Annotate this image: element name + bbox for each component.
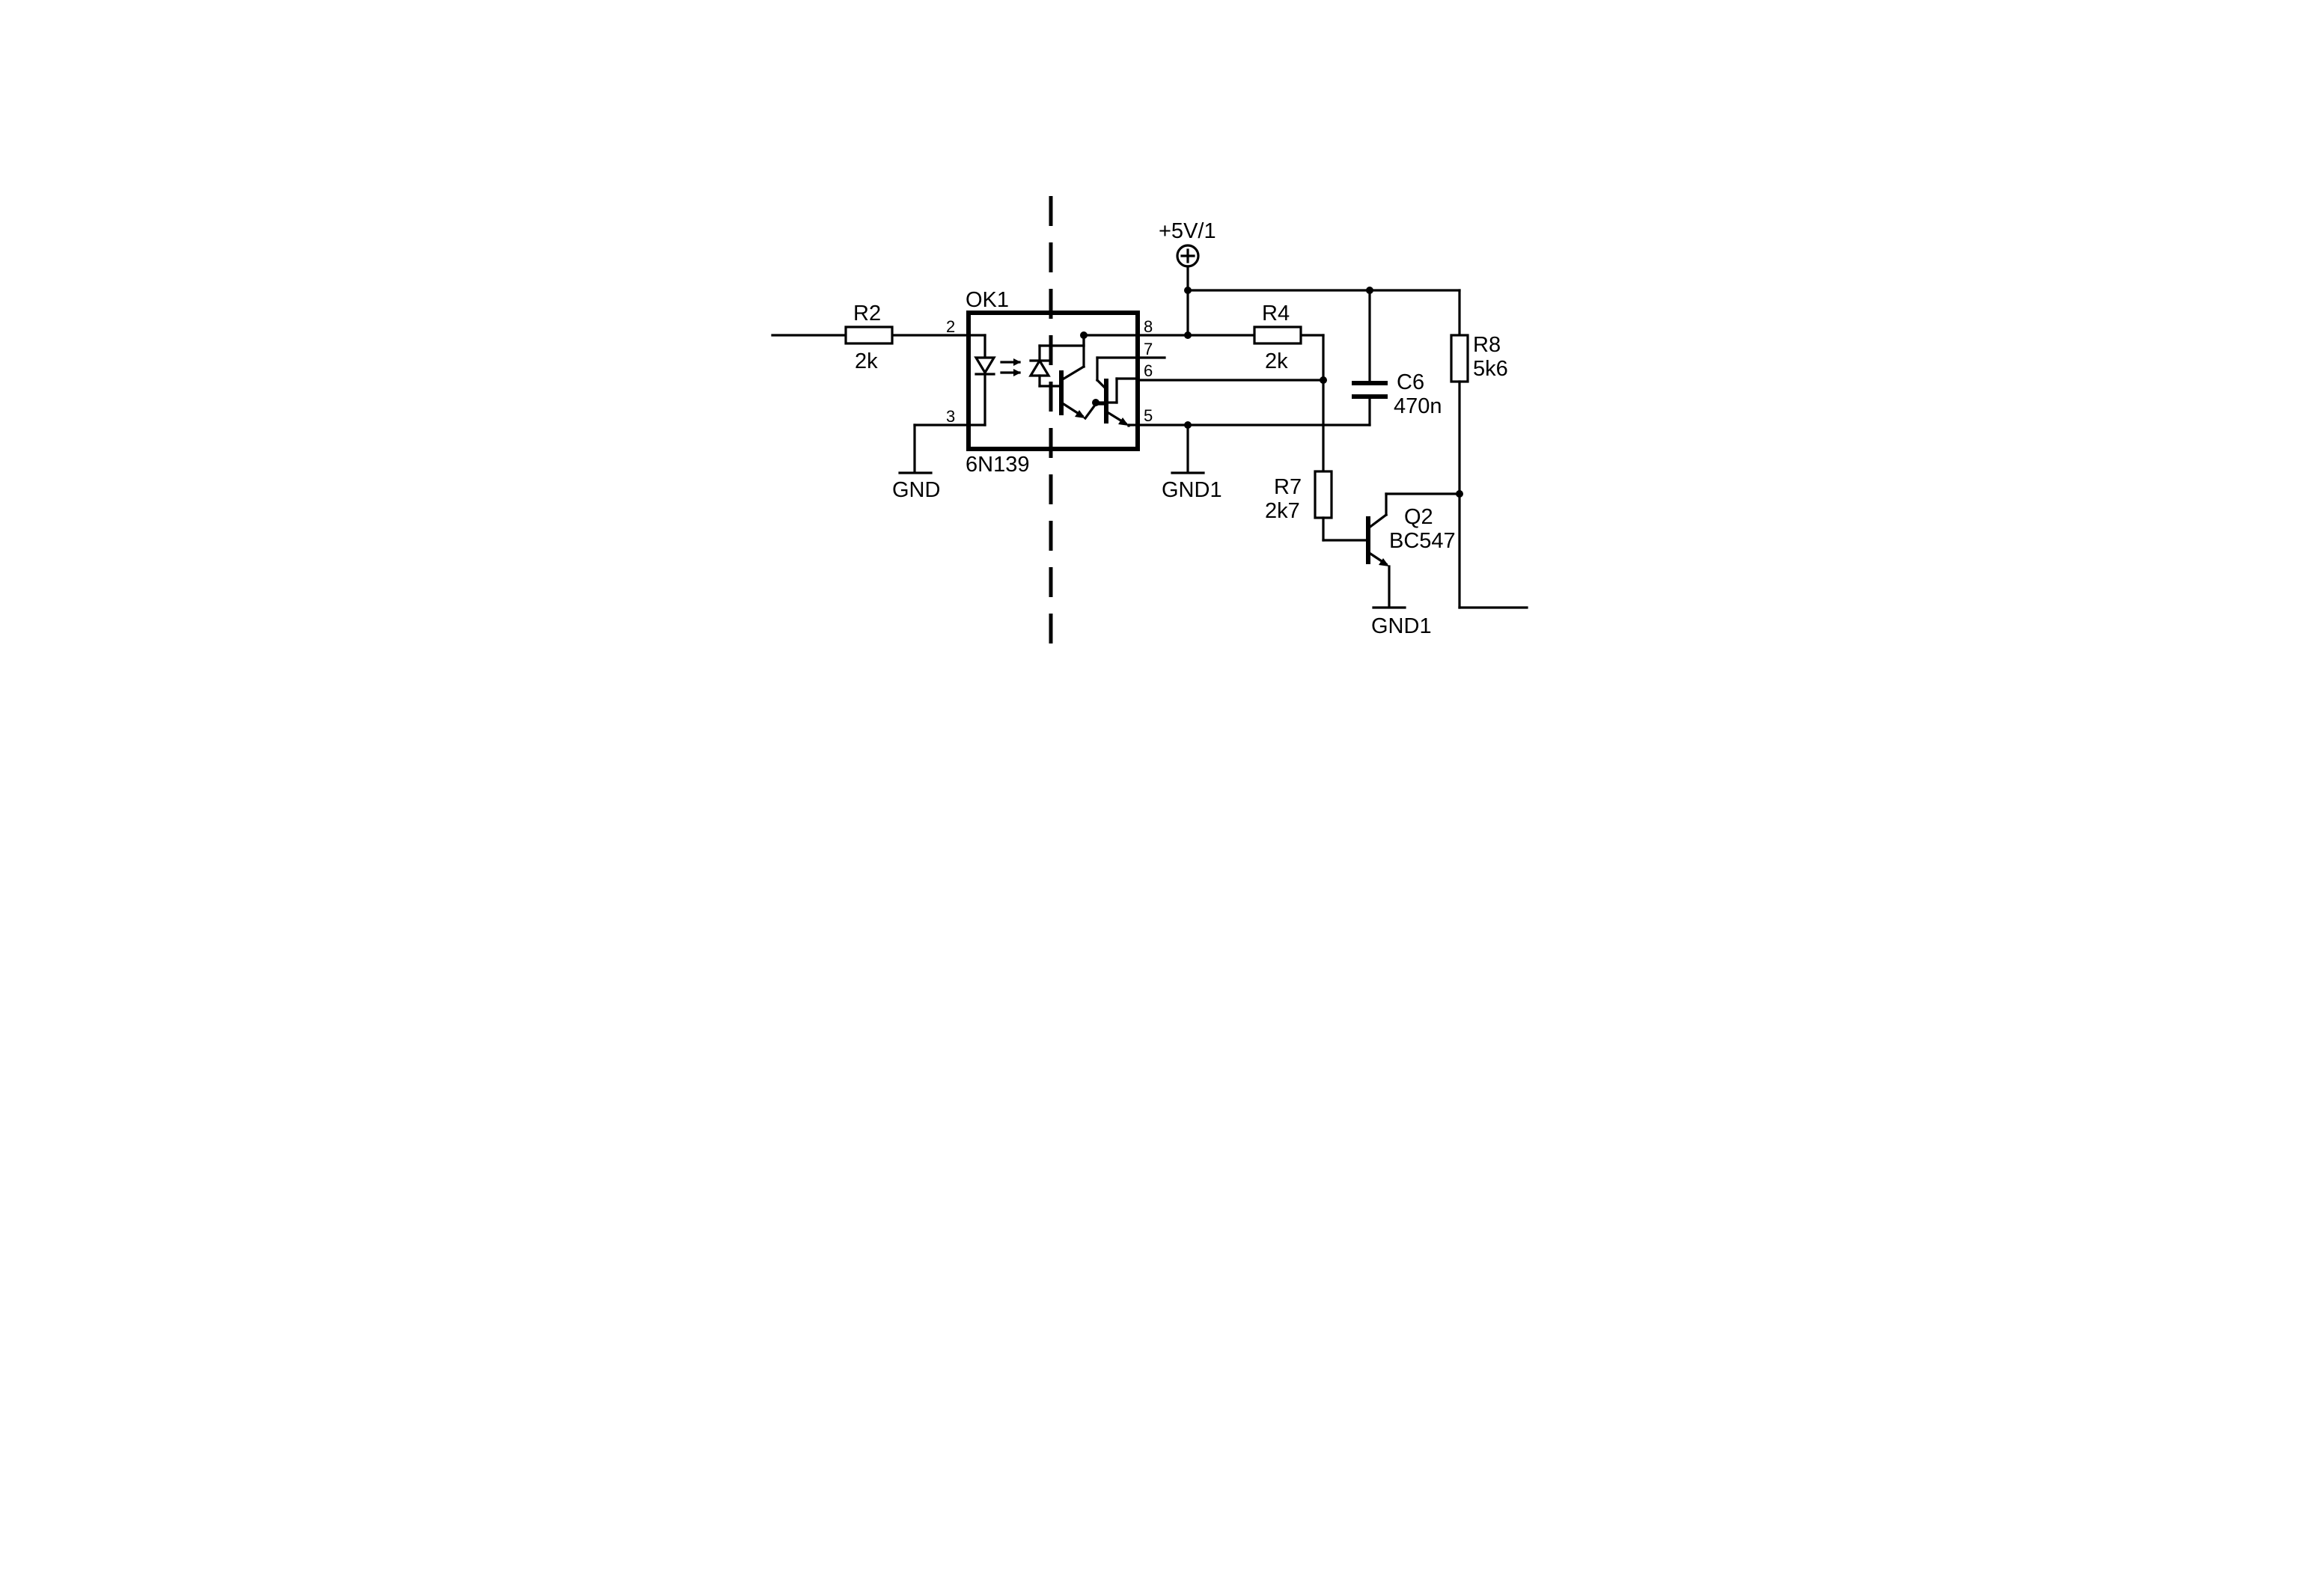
led-icon: [967, 334, 996, 426]
gnd1-label-a: GND1: [1162, 478, 1222, 502]
pin-5: 5: [1144, 406, 1153, 425]
supply-symbol: [1176, 244, 1200, 268]
resistor-r4: [1253, 325, 1302, 345]
r8-value: 5k6: [1473, 357, 1508, 381]
c6-value: 470n: [1394, 394, 1442, 418]
light-emission-icon: [1000, 358, 1021, 376]
q2-ref: Q2: [1404, 505, 1433, 529]
junction-dot: [1366, 287, 1373, 294]
internal-wiring: [1082, 334, 1139, 404]
pin-6: 6: [1144, 361, 1153, 380]
output-wire: [1458, 380, 1528, 609]
q2-part: BC547: [1389, 529, 1456, 553]
optocoupler-part: 6N139: [966, 453, 1029, 477]
pin5-wire: [1136, 397, 1371, 473]
junction-dot: [1456, 490, 1463, 498]
r2-ref: R2: [853, 302, 881, 325]
r7-ref: R7: [1274, 475, 1302, 499]
pin-7: 7: [1144, 340, 1153, 358]
gnd-label: GND: [892, 478, 940, 502]
base-wire: [1322, 516, 1370, 542]
r7-value: 2k7: [1265, 499, 1300, 523]
darlington-transistor-2-icon: [1083, 356, 1166, 427]
r8-ref: R8: [1473, 333, 1501, 357]
supply-label: +5V/1: [1159, 219, 1216, 243]
optocoupler-package: [966, 311, 1140, 451]
gnd1-label-b: GND1: [1371, 614, 1432, 638]
pin-2: 2: [946, 317, 955, 336]
gnd-wire: [913, 424, 970, 473]
optocoupler-ref: OK1: [966, 288, 1009, 312]
photodiode-icon: [1028, 344, 1085, 388]
junction-dot: [1092, 399, 1099, 406]
r4-ref: R4: [1262, 302, 1290, 325]
capacitor-c6: [1352, 381, 1388, 399]
resistor-r2: [844, 325, 894, 345]
pin-3: 3: [946, 407, 955, 426]
resistor-r8: [1450, 334, 1469, 383]
c6-ref: C6: [1397, 370, 1424, 394]
r4-value: 2k: [1265, 349, 1288, 373]
darlington-transistor-1-icon: [1059, 334, 1086, 418]
pin8-wire: [1136, 334, 1325, 473]
junction-dot: [1184, 287, 1192, 294]
junction-dot: [1080, 331, 1088, 339]
transistor-q2-icon: [1366, 492, 1461, 608]
junction-dot: [1184, 421, 1192, 429]
pin-8: 8: [1144, 317, 1153, 336]
junction-dot: [1184, 331, 1192, 339]
junction-dot: [1320, 376, 1327, 384]
supply-rail: [1186, 265, 1461, 383]
resistor-r7: [1314, 470, 1333, 519]
r2-value: 2k: [855, 349, 878, 373]
